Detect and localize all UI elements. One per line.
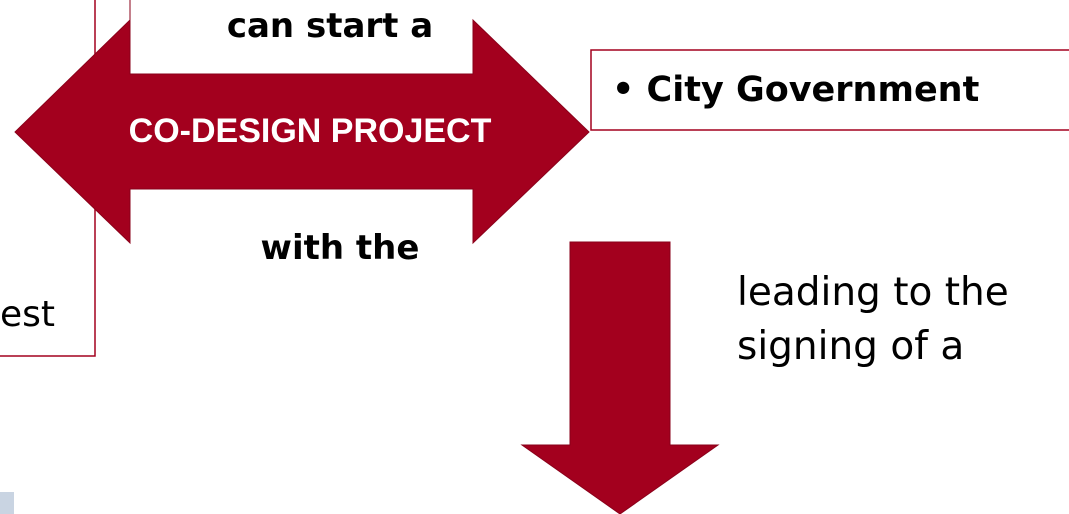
down-arrow-shape: [520, 241, 720, 514]
image-fragment: [0, 492, 14, 514]
city-government-label: • City Government: [612, 70, 980, 110]
bottom-label: with the: [260, 228, 420, 268]
leading-text: leading to the signing of a: [737, 270, 1009, 369]
co-design-project-label: CO-DESIGN PROJECT: [128, 112, 492, 150]
double-arrow-shape: [14, 0, 590, 245]
city-government-box: [590, 49, 1069, 131]
top-label: can start a: [226, 6, 434, 46]
partial-left-text: est: [0, 294, 56, 335]
